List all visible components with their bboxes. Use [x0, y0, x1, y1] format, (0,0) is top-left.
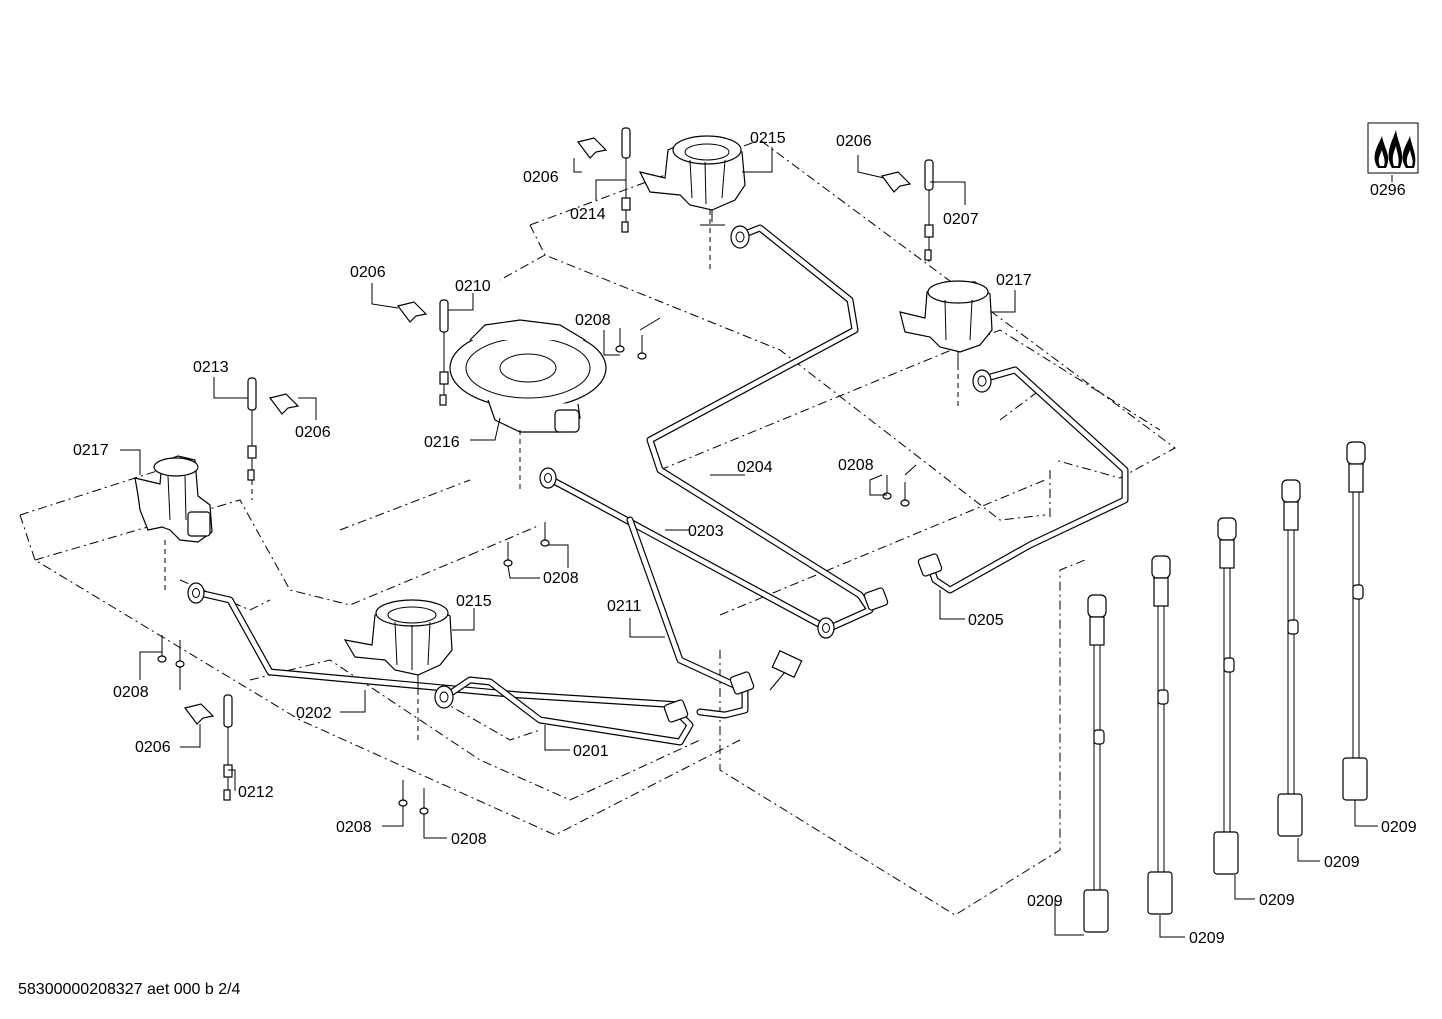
- ignition-electrodes: [223, 127, 934, 801]
- burner-body-0216-center: [449, 319, 607, 433]
- part-label-0209: 0209: [1189, 930, 1225, 947]
- screw-0208: [175, 640, 185, 668]
- nut-fitting: [187, 582, 205, 604]
- ignition-cable-0209: [1342, 441, 1368, 801]
- part-label-0206: 0206: [350, 264, 386, 281]
- part-label-0213: 0213: [193, 359, 229, 376]
- pipe-fittings: [187, 225, 992, 723]
- part-label-0217: 0217: [73, 442, 109, 459]
- part-label-0201: 0201: [573, 743, 609, 760]
- part-label-0208: 0208: [543, 570, 579, 587]
- ignition-cables: [1083, 441, 1368, 933]
- nut-fitting: [539, 467, 557, 489]
- clip-0206: [880, 171, 912, 193]
- part-label-0215: 0215: [750, 130, 786, 147]
- ignition-cable-0209: [1213, 517, 1239, 875]
- part-label-0208: 0208: [336, 819, 372, 836]
- thermocouple-0210: [439, 299, 449, 406]
- part-label-0203: 0203: [688, 523, 724, 540]
- clip-0206: [396, 301, 428, 323]
- leader-lines: [120, 147, 1393, 938]
- part-label-0206: 0206: [135, 739, 171, 756]
- part-label-0210: 0210: [455, 278, 491, 295]
- thermocouple-0214: [621, 127, 631, 233]
- screw-0208: [419, 788, 429, 815]
- part-label-0204: 0204: [737, 459, 773, 476]
- part-label-0206: 0206: [836, 133, 872, 150]
- ignition-cable-0209: [1147, 555, 1173, 915]
- part-label-0208: 0208: [451, 831, 487, 848]
- burner-body-0217-left: [134, 455, 213, 543]
- nut-fitting: [972, 369, 992, 393]
- screw-0208: [900, 482, 910, 507]
- burner-bodies: [134, 135, 993, 690]
- thermocouple-0212: [223, 694, 233, 801]
- part-label-0209: 0209: [1324, 854, 1360, 871]
- ignition-cable-0209: [1277, 479, 1303, 837]
- seal-cap: [769, 649, 803, 691]
- burner-body-0215-mid: [343, 599, 453, 690]
- screw-0208: [637, 335, 647, 360]
- part-label-0214: 0214: [570, 206, 606, 223]
- nut-fitting: [434, 685, 454, 709]
- gas-pipe-0205: [926, 366, 1129, 594]
- screw-0208: [540, 522, 550, 547]
- part-label-0208: 0208: [838, 457, 874, 474]
- screw-0208: [398, 780, 408, 807]
- part-label-0208: 0208: [113, 684, 149, 701]
- gas-pipe-0202: [191, 588, 684, 709]
- part-label-0208: 0208: [575, 312, 611, 329]
- part-label-0296: 0296: [1370, 182, 1406, 199]
- thermocouple-0207: [924, 159, 934, 262]
- part-label-0217: 0217: [996, 272, 1032, 289]
- part-label-0209: 0209: [1259, 892, 1295, 909]
- nut-fitting: [730, 225, 750, 249]
- screw-0208: [157, 635, 167, 663]
- nut-fitting: [917, 553, 943, 577]
- part-label-0211: 0211: [607, 598, 642, 615]
- part-label-0202: 0202: [296, 705, 332, 722]
- drawing-reference-footer: 58300000208327 aet 000 b 2/4: [18, 981, 241, 998]
- part-label-0206: 0206: [295, 424, 331, 441]
- nut-fitting: [729, 671, 755, 695]
- gas-pipe-0201: [441, 676, 694, 746]
- gas-pipes: [191, 224, 1129, 746]
- screw-0208: [615, 328, 625, 353]
- nut-fitting: [663, 699, 689, 723]
- thermocouple-0213: [247, 377, 257, 481]
- clip-0206: [268, 393, 300, 415]
- part-label-0209: 0209: [1027, 893, 1063, 910]
- part-label-0209: 0209: [1381, 819, 1417, 836]
- clip-0206: [576, 137, 608, 159]
- nut-fitting: [817, 617, 835, 639]
- screw-0208: [503, 542, 513, 567]
- burner-tray-frame: [19, 139, 1176, 916]
- ignition-cable-0209: [1083, 594, 1109, 933]
- part-label-0207: 0207: [943, 211, 979, 228]
- retaining-clips: [183, 137, 912, 725]
- gas-pipe-0204: [646, 224, 874, 632]
- flame-symbol-0296: [1367, 122, 1419, 174]
- part-label-0215: 0215: [456, 593, 492, 610]
- gas-pipe-0211: [626, 516, 749, 719]
- part-label-0216: 0216: [424, 434, 460, 451]
- part-label-0205: 0205: [968, 612, 1004, 629]
- gas-pipe-0203: [544, 474, 834, 634]
- nut-fitting: [863, 587, 889, 611]
- part-labels: 0215 0206 0214 0206 0207 0296 0206 0210 …: [73, 130, 1417, 947]
- burner-body-0215-top: [638, 135, 746, 226]
- part-label-0212: 0212: [238, 784, 274, 801]
- mounting-axes: [164, 210, 959, 740]
- part-label-0206: 0206: [523, 169, 559, 186]
- burner-body-0217-right: [899, 280, 993, 368]
- clip-0206: [183, 703, 215, 725]
